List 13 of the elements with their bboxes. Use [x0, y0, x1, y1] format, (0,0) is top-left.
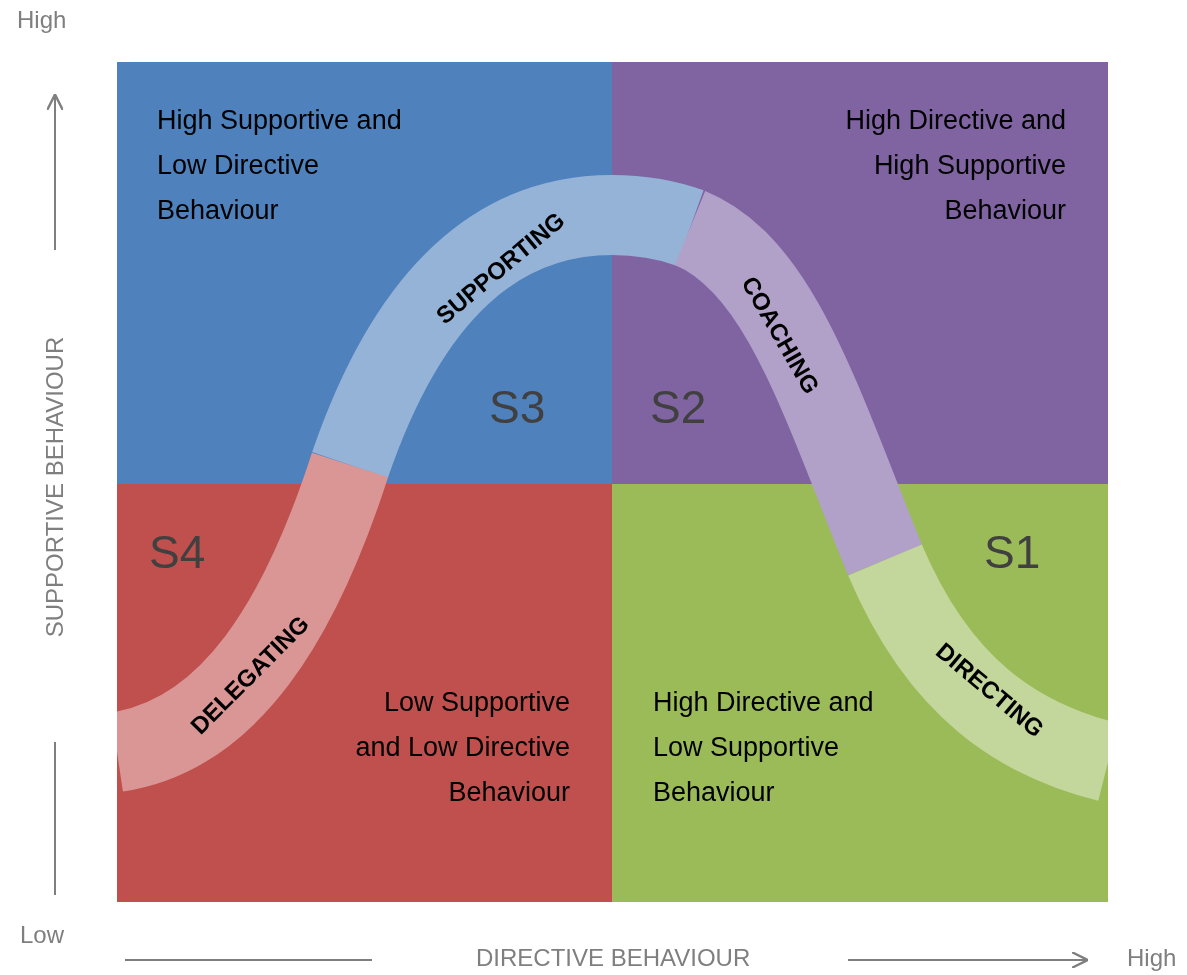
quadrant-description: High Directive and High Supportive Behaviour: [844, 104, 1066, 227]
style-label: S2: [650, 384, 707, 430]
axis-end-label: High: [17, 8, 67, 32]
style-label: S1: [984, 529, 1041, 575]
quadrant-description: High Directive and Low Supportive Behaviour: [653, 686, 875, 809]
style-label: S3: [489, 384, 546, 430]
quadrant-description: Low Supportive and Low Directive Behaviour: [354, 686, 570, 809]
axis-title: DIRECTIVE BEHAVIOUR: [476, 946, 751, 970]
style-label: S4: [149, 529, 206, 575]
axis-end-label: Low: [20, 923, 65, 947]
axis-end-label: High: [1127, 946, 1177, 970]
quadrant-description: High Supportive and Low Directive Behaviour: [157, 104, 403, 227]
axis-title: SUPPORTIVE BEHAVIOUR: [42, 336, 67, 638]
